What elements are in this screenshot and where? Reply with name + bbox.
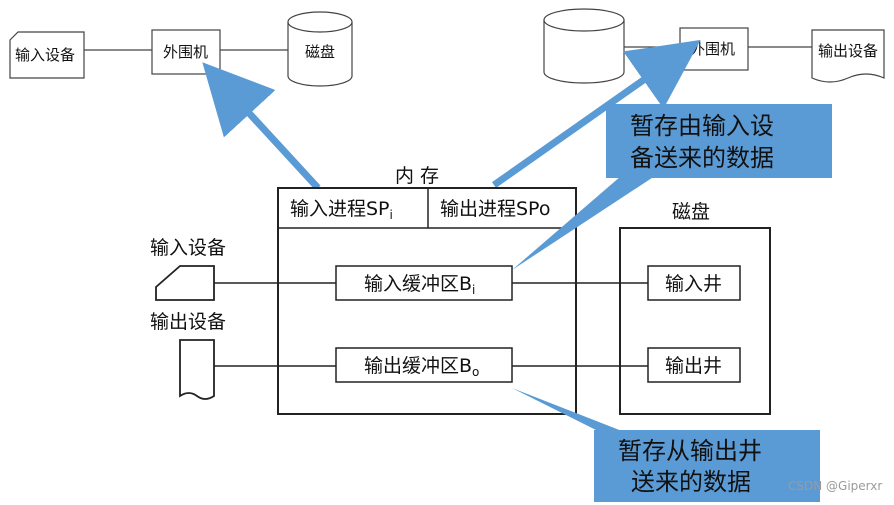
card-reader-shape [9,31,85,79]
top-left-disk-cylinder [287,11,353,87]
top-right-chain: 外围机 输出设备 [543,8,885,84]
top-left-peripheral-label: 外围机 [163,43,208,61]
output-process-arrow [491,39,701,188]
left-output-device-label: 输出设备 [150,311,226,333]
upper-callout-pointer [512,170,664,270]
top-output-device-label: 输出设备 [818,42,878,60]
upper-callout-line2: 备送来的数据 [630,144,774,172]
output-buffer-box [335,347,513,383]
input-process-arrow [202,62,321,191]
disk-box [619,227,771,415]
lower-callout-box [594,430,820,502]
lower-callout-line1: 暂存从输出井 [618,437,762,465]
input-process-label: 输入进程SPi [290,198,393,222]
top-input-device-label: 输入设备 [15,46,75,64]
output-process-label: 输出进程SPo [440,198,550,220]
upper-callout-box [606,104,832,178]
lower-callout: 暂存从输出井 送来的数据 [512,388,820,502]
printout-shape [179,339,215,400]
card-reader-shape [155,265,215,301]
input-well-label: 输入井 [665,273,722,295]
input-buffer-label: 输入缓冲区Bi [364,273,475,297]
lower-callout-line2: 送来的数据 [631,468,751,496]
output-buffer-label: 输出缓冲区Bo [364,355,479,379]
top-right-peripheral-label: 外围机 [690,40,735,58]
top-right-disk-cylinder [543,8,625,84]
memory-title: 内 存 [395,165,439,187]
printout-shape [811,29,885,83]
lower-callout-pointer [512,388,640,438]
output-well-box [647,347,741,383]
top-left-disk-label: 磁盘 [305,43,335,61]
left-input-device-label: 输入设备 [150,237,226,259]
top-left-chain: 输入设备 外围机 磁盘 [9,11,353,87]
watermark: CSDN @Giperxr [788,479,882,493]
disk-title: 磁盘 [672,201,710,223]
upper-callout: 暂存由输入设 备送来的数据 [512,104,832,270]
input-buffer-box [335,265,513,301]
output-well-label: 输出井 [665,355,722,377]
upper-callout-line1: 暂存由输入设 [630,112,774,140]
